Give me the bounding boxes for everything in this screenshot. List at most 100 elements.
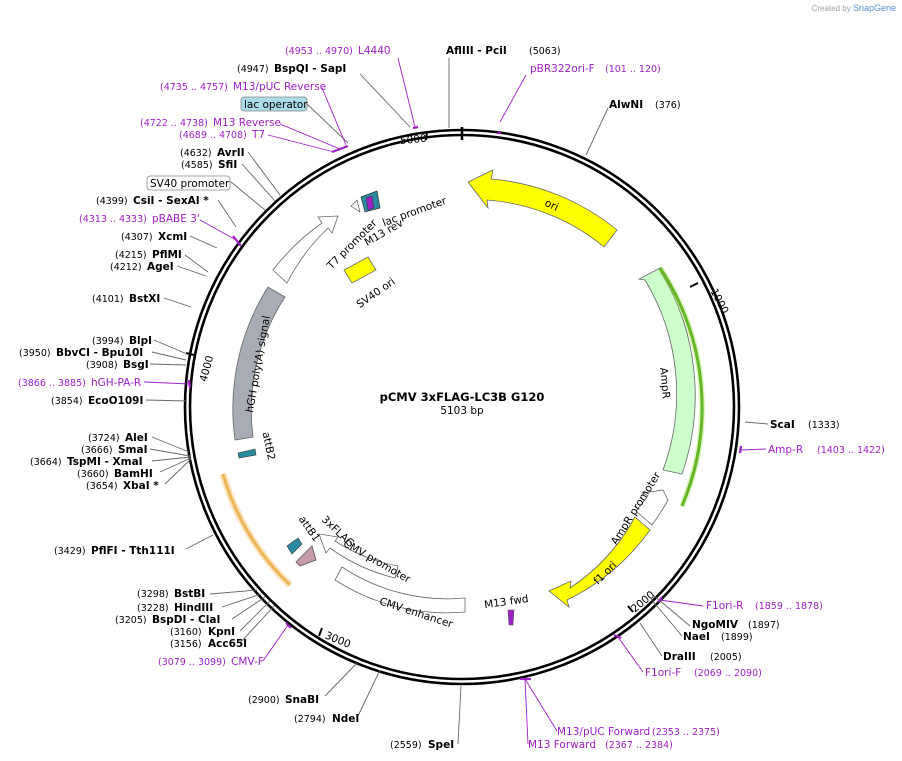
feature-lac-operator[interactable]: [365, 195, 375, 211]
enzyme-pos: (4307): [121, 232, 153, 243]
enzyme-name: BsgI: [123, 359, 149, 371]
enzyme-name: ScaI: [770, 419, 795, 431]
enzyme-pos: (4947): [237, 64, 269, 75]
enzyme-name: BbvCI - Bpu10I: [56, 347, 143, 359]
primer-mark-L4440: [412, 125, 419, 130]
enzyme-pos: (3664): [30, 457, 62, 468]
primer-mark-f1r: [657, 596, 663, 603]
snapgene-credit: Created by SnapGene: [811, 3, 896, 13]
feature-label-sv40-ori: SV40 ori: [354, 276, 397, 311]
primer-name: pBABE 3': [152, 213, 200, 225]
primer-mark-cmvf: [285, 622, 292, 629]
enzyme-pos: (4585): [181, 160, 213, 171]
enzyme-leaders: [145, 58, 769, 745]
primer-pos: (4313 .. 4333): [79, 214, 147, 225]
enzyme-name: PflFI - Tth111I: [91, 545, 175, 557]
primer-pos: (4722 .. 4738): [140, 118, 208, 129]
enzyme-name: AflIII - PciI: [446, 45, 507, 57]
feature-ori[interactable]: [467, 169, 618, 248]
primer-pos: (2367 .. 2384): [605, 740, 673, 751]
orf-ampr-green: [658, 267, 704, 507]
enzyme-name: XbaI *: [123, 480, 159, 492]
enzyme-pos: (4632): [180, 148, 212, 159]
primer-pos: (101 .. 120): [605, 64, 661, 75]
ruler-tick-2000: [627, 605, 634, 613]
primer-name: M13/pUC Reverse: [233, 81, 326, 93]
enzyme-pos: (2005): [710, 652, 742, 663]
enzyme-pos: (3228): [137, 603, 169, 614]
enzyme-name: NdeI: [332, 713, 359, 725]
enzyme-pos: (4101): [92, 294, 124, 305]
enzyme-pos: (3298): [137, 589, 169, 600]
enzyme-pos: (3950): [19, 348, 51, 359]
enzyme-pos: (3666): [81, 445, 113, 456]
enzyme-name: Acc65I: [208, 638, 247, 650]
enzyme-name: AlwNI: [609, 99, 643, 111]
plasmid-size: 5103 bp: [440, 405, 484, 417]
ruler-tick-1000: [689, 282, 699, 288]
feature-label-m13fwd: M13 fwd: [483, 593, 529, 611]
feature-hgh-polya[interactable]: [232, 286, 286, 441]
feature-sv40-ori[interactable]: [343, 256, 377, 284]
enzyme-name: PflMI: [152, 249, 182, 261]
primer-pos: (1403 .. 1422): [817, 445, 885, 456]
primer-pos: (4689 .. 4708): [179, 130, 247, 141]
primer-name: Amp-R: [768, 444, 803, 456]
feature-3xflag[interactable]: [295, 545, 317, 567]
enzyme-name: SfiI: [218, 159, 237, 171]
enzyme-name: TspMI - XmaI: [67, 456, 143, 468]
enzyme-name: AvrII: [217, 147, 245, 159]
enzyme-name: KpnI: [208, 626, 235, 638]
enzyme-name: HindIII: [174, 602, 213, 614]
feature-cmv-enhancer[interactable]: [334, 566, 466, 614]
enzyme-pos: (3660): [77, 469, 109, 480]
enzyme-name: SmaI: [118, 444, 148, 456]
enzyme-pos: (3205): [115, 615, 147, 626]
feature-cmv-promoter[interactable]: [318, 533, 399, 579]
feature-label-attb1: attB1: [296, 514, 322, 544]
feature-ampr-promoter[interactable]: [635, 489, 669, 526]
enzyme-pos: (4399): [96, 196, 128, 207]
feature-attb1[interactable]: [286, 537, 303, 555]
ruler-tick-4000: [185, 352, 195, 356]
enzyme-name: BstXI: [129, 293, 160, 305]
enzyme-pos: (3724): [88, 433, 120, 444]
feature-m13fwd[interactable]: [507, 609, 515, 626]
enzyme-name: NgoMIV: [692, 619, 739, 631]
feature-f1ori[interactable]: [548, 516, 651, 609]
primer-pos: (2353 .. 2375): [652, 727, 720, 738]
primer-name: F1ori-R: [706, 600, 743, 612]
primer-name: F1ori-F: [645, 667, 681, 679]
primer-name: pBR322ori-F: [530, 63, 595, 75]
feature-m13rev[interactable]: [350, 199, 361, 213]
enzyme-pos: (3429): [54, 546, 86, 557]
lac-operator-label: lac operator: [244, 99, 308, 111]
sv40-promoter-box: [146, 175, 231, 191]
feature-t7-promoter[interactable]: [272, 215, 339, 284]
feature-ampr[interactable]: [637, 267, 696, 475]
sv40-promoter-label: SV40 promoter: [150, 178, 230, 190]
primer-pos: (1859 .. 1878): [755, 601, 823, 612]
enzyme-name: EcoO109I: [88, 395, 143, 407]
ruler-tick-3000: [318, 627, 323, 637]
enzyme-pos: (1333): [808, 420, 840, 431]
enzyme-pos: (3160): [170, 627, 202, 638]
enzyme-name: BspDI - ClaI: [152, 614, 220, 626]
feature-attb2[interactable]: [237, 448, 257, 459]
enzyme-name: SnaBI: [285, 694, 319, 706]
feature-label-lac-promoter: lac promoter: [381, 195, 449, 229]
orf-hgh-orange: [221, 473, 292, 587]
enzyme-pos: (4212): [110, 262, 142, 273]
enzyme-name: BamHI: [114, 468, 153, 480]
primer-mark-f1f: [613, 633, 622, 640]
enzyme-name: BspQI - SapI: [274, 63, 346, 75]
enzyme-labels: AflIII - PciI (5063) AlwNI (376) ScaI (1…: [19, 45, 840, 751]
enzyme-pos: (3908): [86, 360, 118, 371]
enzyme-name: BlpI: [129, 335, 152, 347]
enzyme-pos: (4215): [115, 250, 147, 261]
enzyme-pos: (3654): [86, 481, 118, 492]
enzyme-pos: (2900): [248, 695, 280, 706]
enzyme-pos: (2794): [294, 714, 326, 725]
enzyme-pos: (1897): [748, 620, 780, 631]
